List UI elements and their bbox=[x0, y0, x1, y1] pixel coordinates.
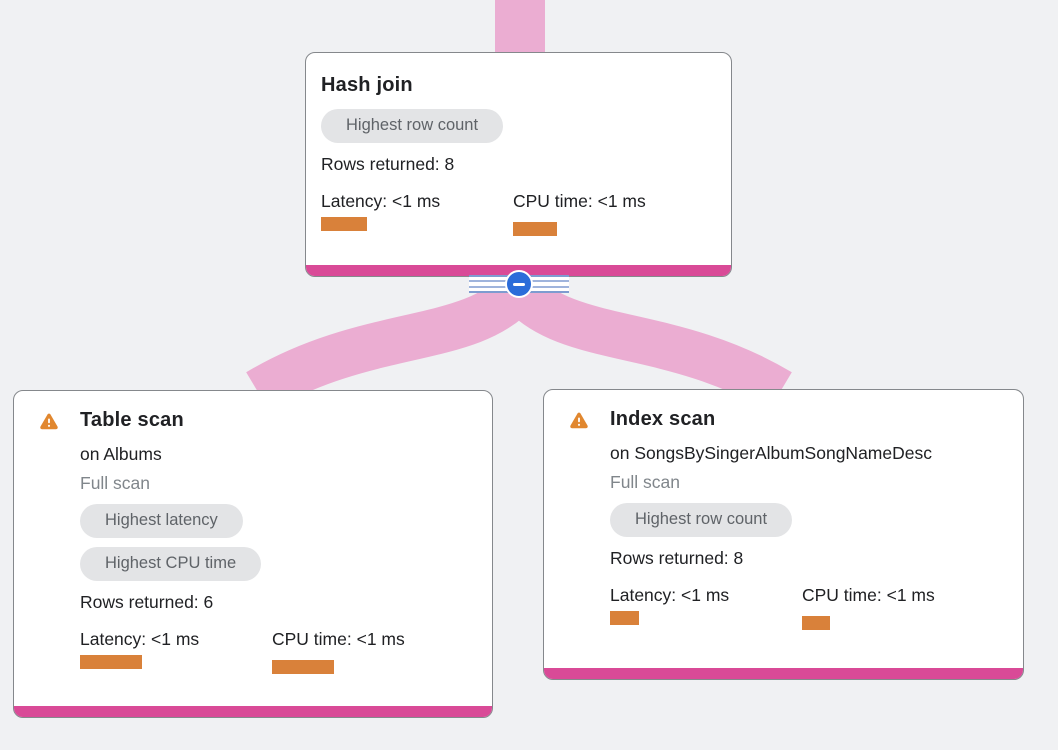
cpu-metric: CPU time: <1 ms bbox=[802, 585, 935, 630]
latency-metric: Latency: <1 ms bbox=[610, 585, 802, 630]
warning-icon bbox=[40, 413, 58, 429]
cpu-metric: CPU time: <1 ms bbox=[513, 191, 646, 236]
cpu-label: CPU time: <1 ms bbox=[272, 629, 405, 649]
latency-metric: Latency: <1 ms bbox=[321, 191, 513, 236]
node-title: Table scan bbox=[80, 409, 184, 431]
rows-returned: Rows returned: 8 bbox=[610, 548, 744, 568]
insight-badge: Highest row count bbox=[321, 109, 504, 143]
minus-icon bbox=[513, 282, 525, 286]
cpu-bar bbox=[802, 616, 830, 630]
latency-bar bbox=[610, 611, 639, 625]
card-accent-bar bbox=[544, 668, 1023, 679]
latency-bar bbox=[321, 217, 367, 231]
edge-to-table-scan bbox=[246, 273, 537, 412]
scan-mode: Full scan bbox=[80, 473, 151, 493]
latency-label: Latency: <1 ms bbox=[610, 585, 730, 605]
node-title: Index scan bbox=[610, 408, 716, 430]
rows-returned: Rows returned: 6 bbox=[80, 592, 214, 612]
insight-badge: Highest row count bbox=[610, 503, 793, 537]
node-card-index-scan[interactable]: Index scan on SongsBySingerAlbumSongName… bbox=[543, 389, 1024, 680]
latency-metric: Latency: <1 ms bbox=[80, 629, 272, 674]
collapse-button[interactable] bbox=[505, 270, 533, 298]
insight-badge: Highest latency bbox=[80, 504, 243, 538]
insight-badge: Highest CPU time bbox=[80, 547, 262, 581]
rows-returned: Rows returned: 8 bbox=[321, 154, 455, 174]
latency-bar bbox=[80, 655, 142, 669]
edge-to-index-scan bbox=[501, 273, 792, 412]
latency-label: Latency: <1 ms bbox=[321, 191, 441, 211]
scan-mode: Full scan bbox=[610, 472, 681, 492]
cpu-bar bbox=[272, 660, 334, 674]
latency-label: Latency: <1 ms bbox=[80, 629, 200, 649]
node-card-hash-join[interactable]: Hash join Highest row count Rows returne… bbox=[305, 52, 732, 277]
cpu-bar bbox=[513, 222, 557, 236]
card-accent-bar bbox=[14, 706, 492, 717]
cpu-label: CPU time: <1 ms bbox=[802, 585, 935, 605]
cpu-label: CPU time: <1 ms bbox=[513, 191, 646, 211]
scan-target: on Albums bbox=[80, 444, 162, 464]
cpu-metric: CPU time: <1 ms bbox=[272, 629, 405, 674]
edge-parent bbox=[495, 0, 545, 53]
node-card-table-scan[interactable]: Table scan on Albums Full scan Highest l… bbox=[13, 390, 493, 718]
warning-icon bbox=[570, 412, 588, 428]
node-title: Hash join bbox=[321, 74, 413, 96]
scan-target: on SongsBySingerAlbumSongNameDesc bbox=[610, 443, 932, 463]
